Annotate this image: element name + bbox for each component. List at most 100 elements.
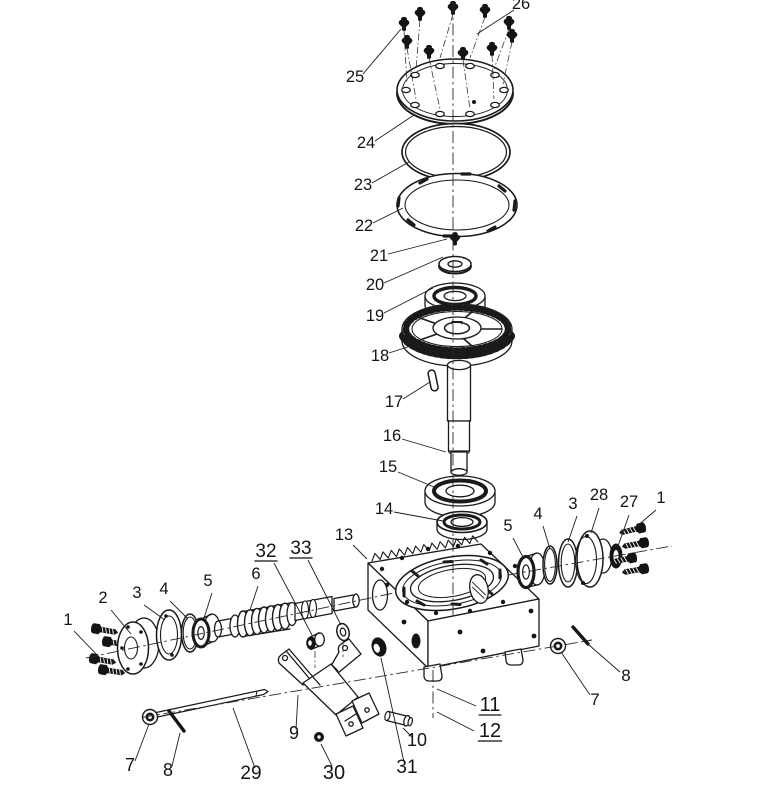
part-label-lower-bearing: 15: [379, 458, 397, 476]
part-label-cover-bolts-left: 25: [346, 68, 364, 86]
leader-line-cover-gasket: [372, 207, 404, 224]
part-label-bolts-left: 1: [63, 611, 72, 629]
part-label-shaft-seal: 14: [375, 500, 393, 518]
part-4-oring-right: [542, 545, 558, 585]
leader-line-shaft-seal: [393, 511, 444, 522]
part-23-cover-oring: [401, 122, 511, 182]
leader-line-top-cover: [374, 114, 415, 142]
leader-line-cover-oring: [371, 161, 410, 184]
leader-line-nut: [320, 743, 333, 767]
part-24-top-cover: [396, 58, 514, 125]
part-label-shift-fork: 9: [289, 723, 299, 743]
part-17-key: [427, 369, 439, 392]
part-label-key: 17: [385, 393, 403, 411]
part-label-fork-rod: 29: [240, 763, 261, 784]
leader-line-output-gear: [388, 343, 418, 354]
part-label-top-cover: 24: [357, 134, 375, 152]
part-29-fork-rod: [148, 688, 269, 720]
bolt-center-lines: [403, 13, 513, 110]
part-label-washer-sub: 33: [290, 538, 311, 559]
leader-line-lower-bearing: [397, 471, 435, 488]
part-label-worm-shaft: 6: [251, 565, 260, 583]
leader-line-bearing-left: [203, 592, 213, 619]
part-label-plug: 31: [396, 757, 417, 778]
part-label-clevis-pin: 10: [407, 730, 427, 750]
part-label-end-cap-right: 28: [590, 486, 608, 504]
part-label-oring-left: 4: [159, 580, 168, 598]
part-28-end-cap-right: [574, 530, 613, 588]
part-label-output-gear: 18: [371, 347, 389, 365]
part-16-output-shaft: [446, 359, 472, 476]
part-13-housing: [367, 535, 540, 682]
part-label-bushing-sub: 32: [255, 541, 276, 562]
part-label-sub-assy-12: 12: [479, 720, 501, 742]
leader-line-shift-fork: [295, 694, 299, 730]
leader-line-washer-20: [383, 256, 444, 284]
leader-line-oring-left: [169, 600, 189, 620]
part-label-seal-right: 27: [620, 493, 638, 511]
part-label-bearing-right: 5: [503, 517, 512, 535]
leader-line-end-cap-left: [110, 609, 132, 635]
leader-line-upper-bearing: [383, 287, 434, 314]
part-18-output-gear: [399, 303, 515, 367]
part-10-clevis-pin: [384, 710, 414, 727]
housing-side-opening: [371, 579, 389, 611]
part-label-center-bolt: 21: [370, 247, 388, 265]
leader-line-bolts-left: [73, 630, 101, 659]
rod-axis: [141, 639, 593, 718]
leader-line-clevis-pin: [402, 727, 413, 738]
leader-line-bearing-right: [512, 537, 525, 560]
part-label-bearing-left: 5: [203, 572, 212, 590]
leader-line-washer-right: [560, 651, 591, 696]
part-label-cover-oring: 23: [354, 176, 372, 194]
leader-line-gasket-right: [567, 515, 578, 543]
part-20-washer: [438, 255, 472, 275]
leader-line-washer-sub: [307, 559, 342, 626]
housing-foot: [504, 648, 524, 666]
part-label-gasket-left: 3: [132, 584, 141, 602]
leader-line-fork-rod: [232, 707, 256, 769]
leader-line-sub-assy-12: [436, 711, 475, 732]
part-30-nut: [314, 732, 324, 742]
part-7-washer-right: [549, 637, 567, 655]
part-label-cover-bolts-right: 26: [512, 0, 530, 13]
part-label-output-shaft: 16: [383, 427, 401, 445]
cooling-fins: [371, 535, 479, 562]
part-2-end-cap-left: [116, 617, 160, 675]
part-label-cover-gasket: 22: [355, 217, 373, 235]
leader-line-seal-right: [617, 514, 630, 547]
part-15-lower-bearing: [424, 475, 496, 518]
right-axis: [507, 545, 673, 576]
part-label-washer-right: 7: [590, 690, 599, 709]
part-5-bearing-left: [191, 613, 221, 649]
part-3-gasket-left: [155, 609, 183, 661]
part-22-cover-gasket: [396, 172, 518, 238]
leader-line-pin-left: [171, 732, 181, 767]
part-label-bolts-right: 1: [656, 489, 665, 507]
leader-line-housing: [352, 544, 368, 560]
leader-line-worm-shaft: [249, 585, 259, 611]
part-label-sub-assy-11: 11: [480, 694, 501, 716]
leader-line-pin-right: [588, 644, 621, 673]
center-lines: [85, 2, 673, 718]
part-label-washer-left: 7: [125, 755, 135, 775]
part-label-housing: 13: [335, 526, 353, 544]
part-31-plug: [371, 637, 387, 657]
leader-line-bushing-sub: [273, 562, 313, 636]
part-14-shaft-seal: [436, 510, 488, 541]
part-8-pin-right: [571, 625, 590, 646]
part-5-bearing-right: [516, 552, 546, 590]
leader-line-cover-bolts-right: [476, 9, 515, 35]
housing-side-hole: [411, 633, 421, 649]
worm-axis: [85, 592, 395, 659]
leader-line-end-cap-right: [590, 507, 600, 534]
part-label-upper-bearing: 19: [366, 307, 384, 325]
leader-line-key: [402, 381, 431, 400]
housing-bolt-holes: [379, 543, 537, 654]
leader-line-center-bolt: [387, 238, 448, 255]
part-25-26-cover-bolts: [398, 0, 518, 61]
part-label-oring-right: 4: [533, 505, 542, 523]
